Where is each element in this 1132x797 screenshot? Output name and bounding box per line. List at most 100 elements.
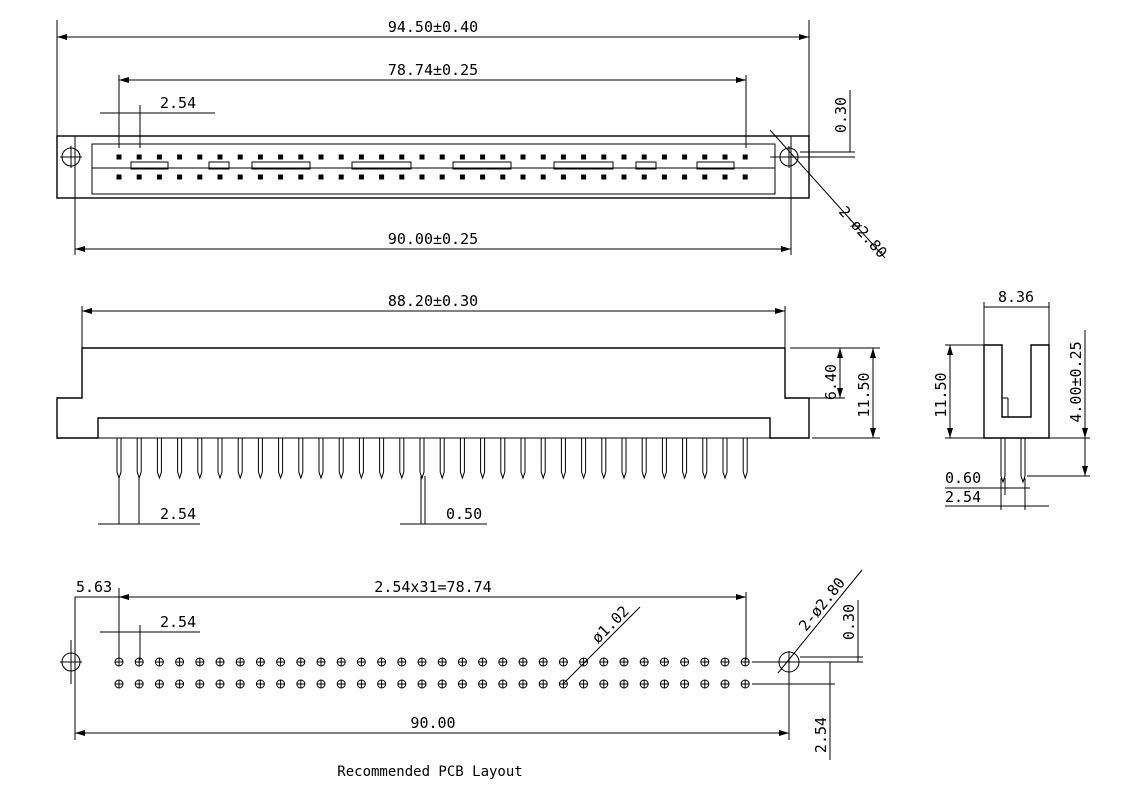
- pad: [235, 657, 245, 667]
- dim-side-height: 11.50: [932, 372, 950, 417]
- pin: [540, 174, 546, 180]
- pad: [478, 657, 488, 667]
- pin: [560, 154, 566, 160]
- pin: [419, 174, 425, 180]
- dim-pcb-pin-span: 2.54x31=78.74: [374, 578, 491, 596]
- pad: [579, 679, 589, 689]
- pin: [278, 154, 284, 160]
- pin: [257, 154, 263, 160]
- pin: [177, 438, 183, 480]
- pin: [379, 174, 385, 180]
- pad: [336, 657, 346, 667]
- pin: [298, 438, 304, 480]
- pad: [175, 657, 185, 667]
- pad: [639, 679, 649, 689]
- pin: [641, 438, 647, 480]
- pad: [154, 657, 164, 667]
- dim-mount-hole-top: 2-ø2.80: [835, 203, 891, 262]
- pin: [399, 438, 405, 480]
- pad: [417, 657, 427, 667]
- pin: [682, 174, 688, 180]
- pin: [257, 438, 263, 480]
- pad: [498, 679, 508, 689]
- pin: [641, 154, 647, 160]
- pin: [459, 438, 465, 480]
- dim-edge-offset: 5.63: [76, 578, 112, 596]
- pin: [116, 438, 122, 480]
- pad: [417, 679, 427, 689]
- pin: [722, 438, 728, 480]
- dim-pin-pitch-top: 2.54: [160, 94, 196, 112]
- pad: [619, 657, 629, 667]
- pin: [379, 154, 385, 160]
- pin: [439, 174, 445, 180]
- pin: [338, 174, 344, 180]
- dim-pcb-pitch: 2.54: [160, 613, 196, 631]
- pin: [217, 438, 223, 480]
- pad: [538, 657, 548, 667]
- pin: [682, 438, 688, 480]
- pad: [195, 679, 205, 689]
- pad: [114, 679, 124, 689]
- pad: [558, 657, 568, 667]
- pad: [599, 657, 609, 667]
- pcb-layout-view: 5.63 2.54x31=78.74 2.54 ø1.02 2-ø2.80 0.…: [60, 569, 863, 780]
- dim-total-height-front: 11.50: [855, 372, 873, 417]
- pin: [136, 174, 142, 180]
- front-pin-array: [116, 438, 748, 480]
- pin: [419, 438, 425, 480]
- pad: [316, 657, 326, 667]
- pin: [419, 154, 425, 160]
- pad: [740, 679, 750, 689]
- pin: [500, 174, 506, 180]
- pad: [680, 657, 690, 667]
- pad: [700, 679, 710, 689]
- pin: [116, 174, 122, 180]
- pin: [237, 174, 243, 180]
- dim-overall-length: 94.50±0.40: [388, 18, 478, 36]
- pin: [742, 174, 748, 180]
- pin: [278, 438, 284, 480]
- pad: [700, 657, 710, 667]
- pin: [560, 438, 566, 480]
- pin: [702, 438, 708, 480]
- pin: [177, 174, 183, 180]
- pin: [581, 154, 587, 160]
- pad: [437, 679, 447, 689]
- pad: [680, 679, 690, 689]
- pad: [377, 679, 387, 689]
- pin: [540, 438, 546, 480]
- pin: [278, 174, 284, 180]
- pin: [318, 174, 324, 180]
- pad: [134, 679, 144, 689]
- pad: [296, 679, 306, 689]
- pad: [457, 679, 467, 689]
- pin: [197, 154, 203, 160]
- pad: [215, 657, 225, 667]
- pad: [457, 657, 467, 667]
- dim-mount-spacing-top: 90.00±0.25: [388, 230, 478, 248]
- pin: [358, 174, 364, 180]
- pin: [318, 438, 324, 480]
- pcb-pad-array: [114, 657, 750, 689]
- dim-offset-top: 0.30: [832, 97, 850, 133]
- pad: [619, 679, 629, 689]
- pad: [579, 657, 589, 667]
- pin: [338, 154, 344, 160]
- pad: [397, 657, 407, 667]
- pin: [237, 438, 243, 480]
- pad: [720, 679, 730, 689]
- pin: [217, 174, 223, 180]
- pin: [379, 438, 385, 480]
- dim-pcb-row-spacing: 2.54: [812, 717, 830, 753]
- pad: [518, 679, 528, 689]
- top-slot-array: [130, 161, 735, 170]
- pin: [661, 438, 667, 480]
- pad: [599, 679, 609, 689]
- top-view: 94.50±0.40 78.74±0.25 2.54: [56, 18, 891, 262]
- pad: [478, 679, 488, 689]
- pad: [356, 679, 366, 689]
- pad: [659, 657, 669, 667]
- pin: [338, 438, 344, 480]
- pin: [722, 174, 728, 180]
